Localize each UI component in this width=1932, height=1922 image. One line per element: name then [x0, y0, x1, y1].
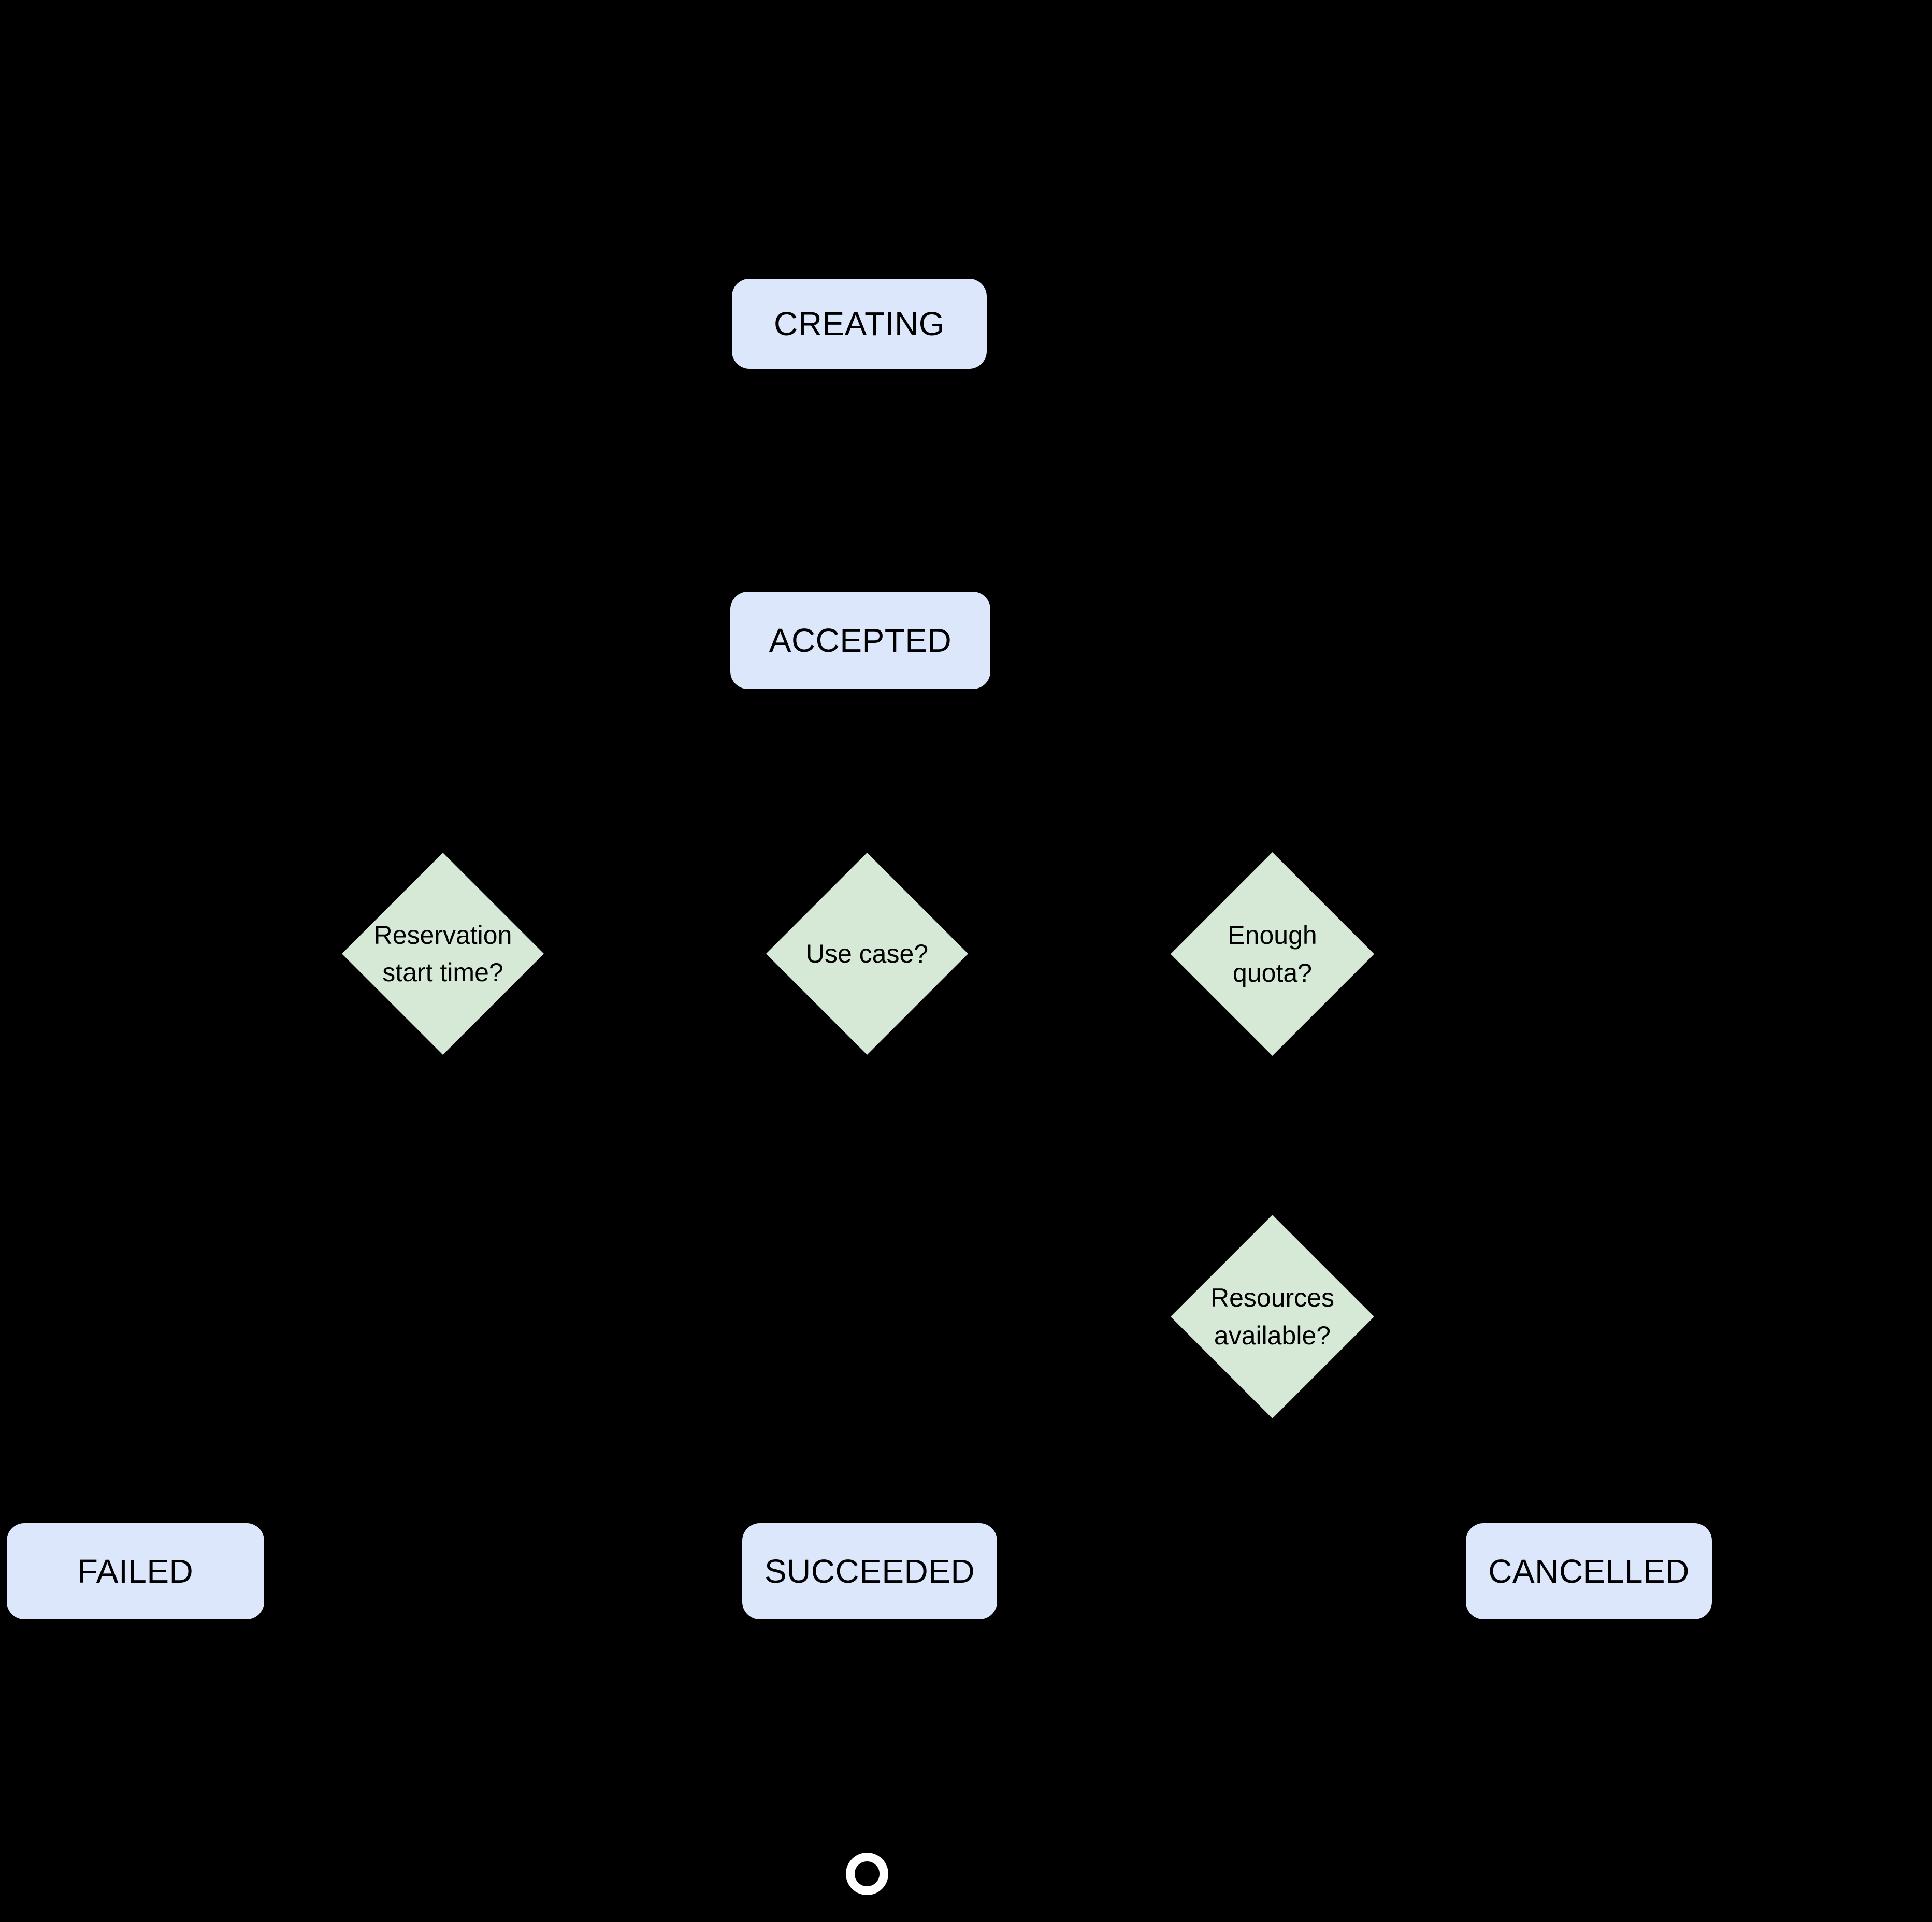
decision-label-line: Use case? [805, 939, 929, 968]
state-node-failed[interactable]: FAILED [7, 1523, 264, 1619]
decision-node-reservation-start-time[interactable]: Reservation start time? [342, 853, 544, 1055]
decision-label-reservation-start-time: Reservation start time? [342, 853, 544, 1055]
edge-accepted-to-enough-quota [857, 689, 1275, 852]
decision-label-line: Reservation [373, 920, 512, 950]
end-node-circle[interactable] [846, 1853, 888, 1895]
decision-label-line: available? [1214, 1321, 1331, 1350]
decision-label-enough-quota: Enough quota? [1171, 852, 1374, 1056]
state-node-accepted[interactable]: ACCEPTED [730, 592, 990, 689]
state-label-cancelled: CANCELLED [1488, 1553, 1690, 1590]
state-node-cancelled[interactable]: CANCELLED [1466, 1523, 1712, 1619]
edge-accepted-to-reservation-start-time [441, 689, 861, 853]
state-label-failed: FAILED [77, 1553, 194, 1590]
state-node-succeeded[interactable]: SUCCEEDED [742, 1523, 997, 1619]
decision-label-line: start time? [382, 958, 503, 987]
decision-label-line: quota? [1233, 958, 1312, 987]
decision-label-line: Resources [1210, 1283, 1334, 1312]
state-label-accepted: ACCEPTED [769, 622, 952, 659]
decision-label-line: Enough [1228, 921, 1317, 950]
decision-node-use-case[interactable]: Use case? [766, 853, 968, 1055]
decision-label-resources-available: Resources available? [1171, 1215, 1374, 1418]
state-node-creating[interactable]: CREATING [732, 279, 987, 369]
edge-resources-available-to-cancelled [1271, 1418, 1591, 1523]
decision-label-use-case: Use case? [766, 853, 968, 1055]
state-label-succeeded: SUCCEEDED [764, 1553, 975, 1590]
decision-node-enough-quota[interactable]: Enough quota? [1171, 852, 1374, 1056]
decision-node-resources-available[interactable]: Resources available? [1171, 1215, 1374, 1418]
state-label-creating: CREATING [774, 305, 945, 342]
edge-reservation-start-time-to-failed [133, 1055, 445, 1523]
